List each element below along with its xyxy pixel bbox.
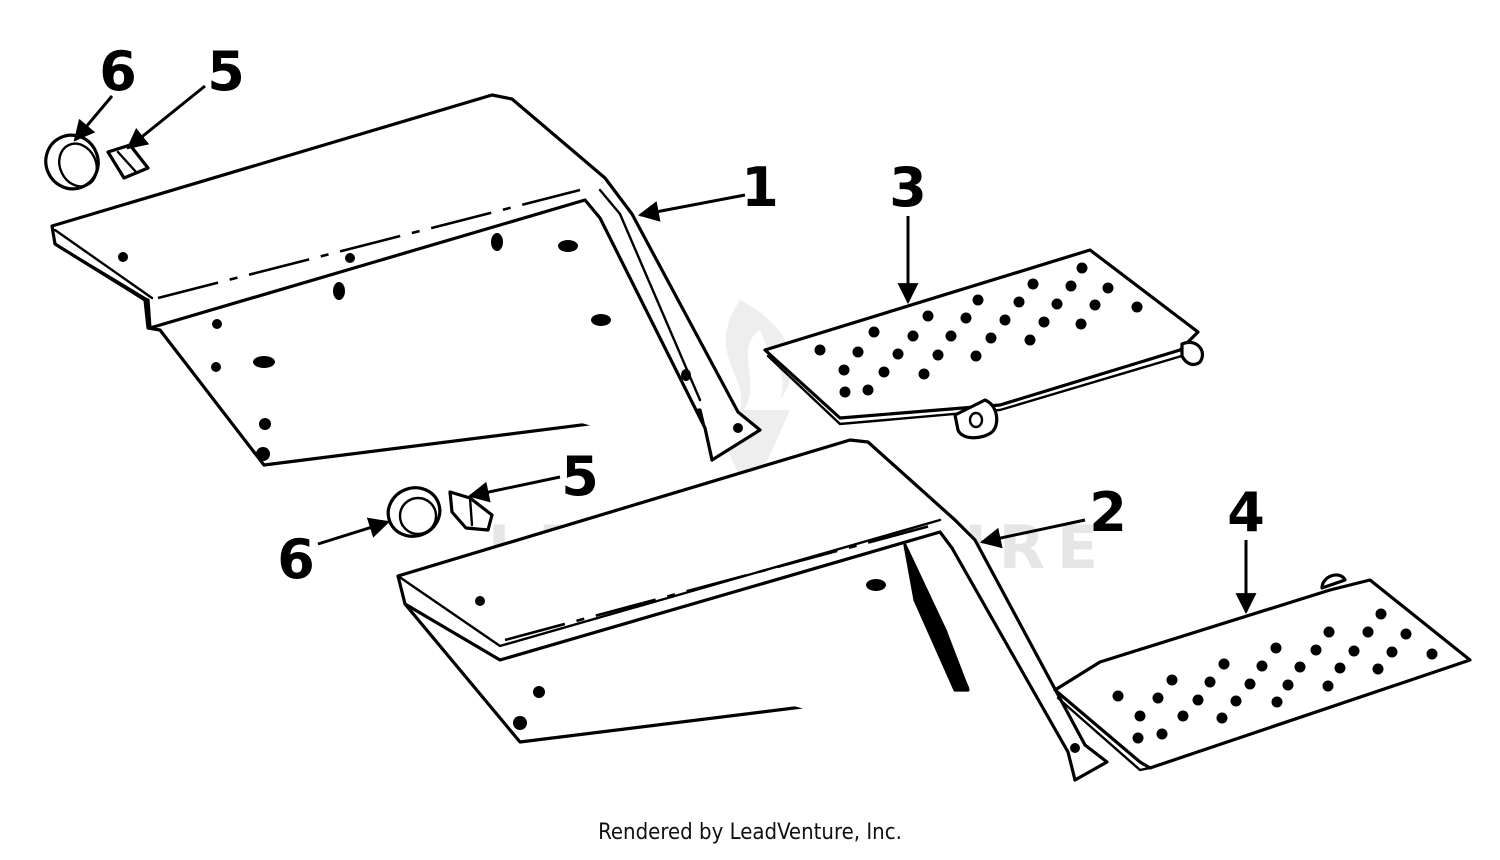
callout-1: 1 — [741, 156, 779, 219]
callout-6-upper: 6 — [99, 40, 137, 103]
clip-upper — [106, 143, 150, 180]
reflector-lower — [386, 486, 442, 538]
callout-3: 3 — [889, 156, 927, 219]
part-1-fender-left — [50, 93, 762, 467]
callout-4: 4 — [1227, 481, 1265, 544]
part-2-fender-right — [396, 438, 1109, 782]
part-3-footrest-upper — [763, 248, 1204, 440]
reflector-upper — [44, 133, 100, 191]
callout-6-lower: 6 — [277, 528, 315, 591]
callout-5-lower: 5 — [561, 445, 599, 508]
footrest-4-holes — [1112, 608, 1438, 744]
footrest-3-holes — [814, 262, 1143, 398]
callouts: 1 2 3 4 5 6 5 6 — [99, 40, 1265, 591]
callout-5-upper: 5 — [207, 40, 245, 103]
leader-lines — [73, 84, 1257, 615]
clip-lower — [448, 490, 494, 532]
credit-text: Rendered by LeadVenture, Inc. — [598, 820, 902, 845]
callout-2: 2 — [1089, 481, 1127, 544]
part-4-footrest-lower — [1053, 573, 1472, 772]
